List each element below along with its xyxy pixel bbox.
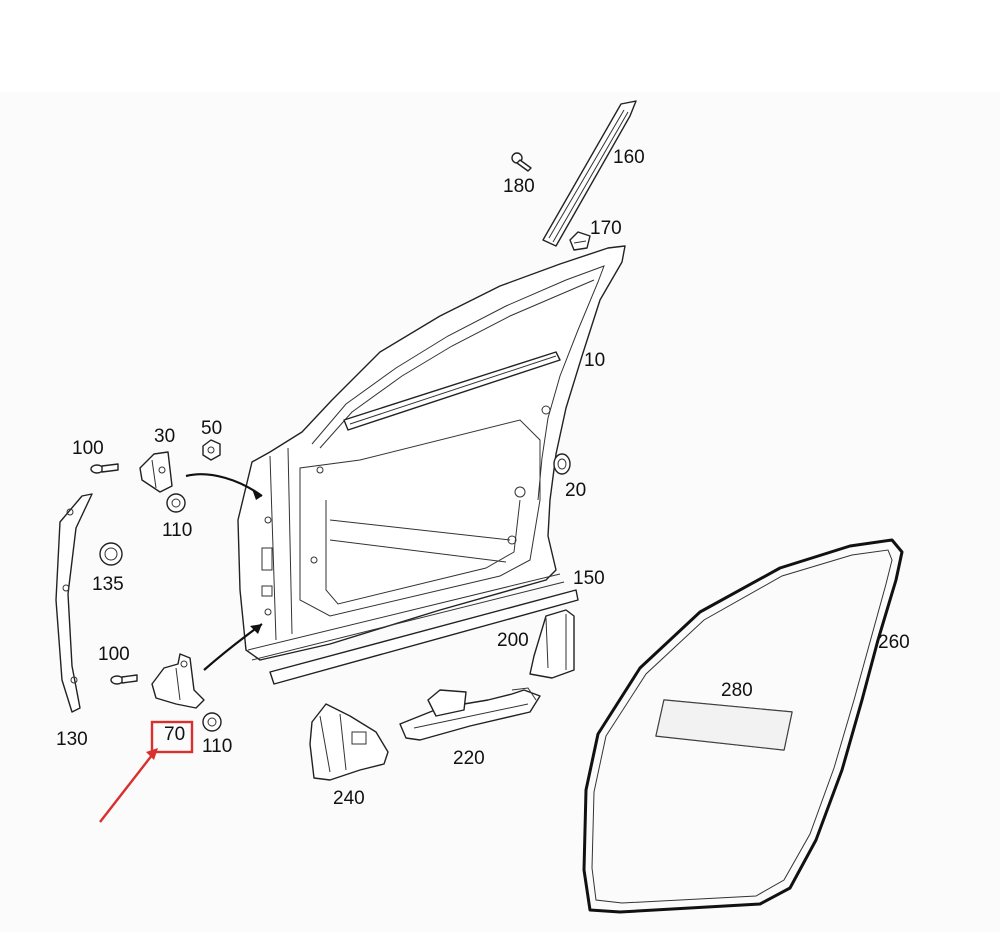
part-200-bracket[interactable]	[529, 609, 575, 679]
label-100-bottom: 100	[98, 644, 130, 665]
part-110-nut-bottom[interactable]	[202, 712, 222, 732]
label-260: 260	[878, 632, 910, 653]
label-240: 240	[333, 788, 365, 809]
part-100-bolt-top[interactable]	[90, 463, 119, 474]
label-180: 180	[503, 176, 535, 197]
label-30: 30	[154, 426, 175, 447]
label-150: 150	[573, 568, 605, 589]
highlight-arrowhead	[146, 748, 158, 760]
highlight-box	[150, 720, 194, 754]
leader-lower-arrowhead	[250, 624, 262, 634]
part-70-lower-hinge[interactable]	[151, 653, 205, 709]
label-50: 50	[201, 418, 222, 439]
part-110-nut-top[interactable]	[166, 493, 186, 513]
label-280: 280	[721, 680, 753, 701]
part-180-screw[interactable]	[511, 152, 532, 172]
label-170: 170	[590, 218, 622, 239]
part-135-plug[interactable]	[99, 542, 123, 566]
part-100-bolt-bottom[interactable]	[110, 674, 138, 685]
label-110-top: 110	[162, 520, 192, 541]
highlight-arrow	[99, 749, 157, 823]
label-70: 70	[164, 724, 185, 745]
part-220-guide-rail[interactable]	[399, 687, 541, 741]
part-260-window-seal[interactable]	[582, 538, 904, 914]
part-160-trim-strip[interactable]	[542, 100, 637, 247]
part-50-nut[interactable]	[202, 439, 221, 461]
leader-upper-arrowhead	[252, 489, 262, 500]
label-100-top: 100	[72, 438, 104, 459]
label-10: 10	[584, 350, 605, 371]
part-170-clip[interactable]	[569, 231, 591, 251]
part-240-lock-module[interactable]	[309, 703, 389, 781]
label-200: 200	[497, 630, 529, 651]
label-135: 135	[92, 574, 124, 595]
label-110-bottom: 110	[202, 736, 232, 757]
label-220: 220	[453, 748, 485, 769]
part-130-pillar-trim[interactable]	[55, 493, 93, 713]
part-20-grommet[interactable]	[553, 453, 571, 475]
part-10-door-shell[interactable]	[237, 245, 626, 685]
label-20: 20	[565, 480, 586, 501]
part-30-upper-hinge[interactable]	[139, 451, 173, 493]
label-130: 130	[56, 729, 88, 750]
part-280-label-sticker[interactable]	[655, 699, 793, 751]
label-160: 160	[613, 147, 645, 168]
